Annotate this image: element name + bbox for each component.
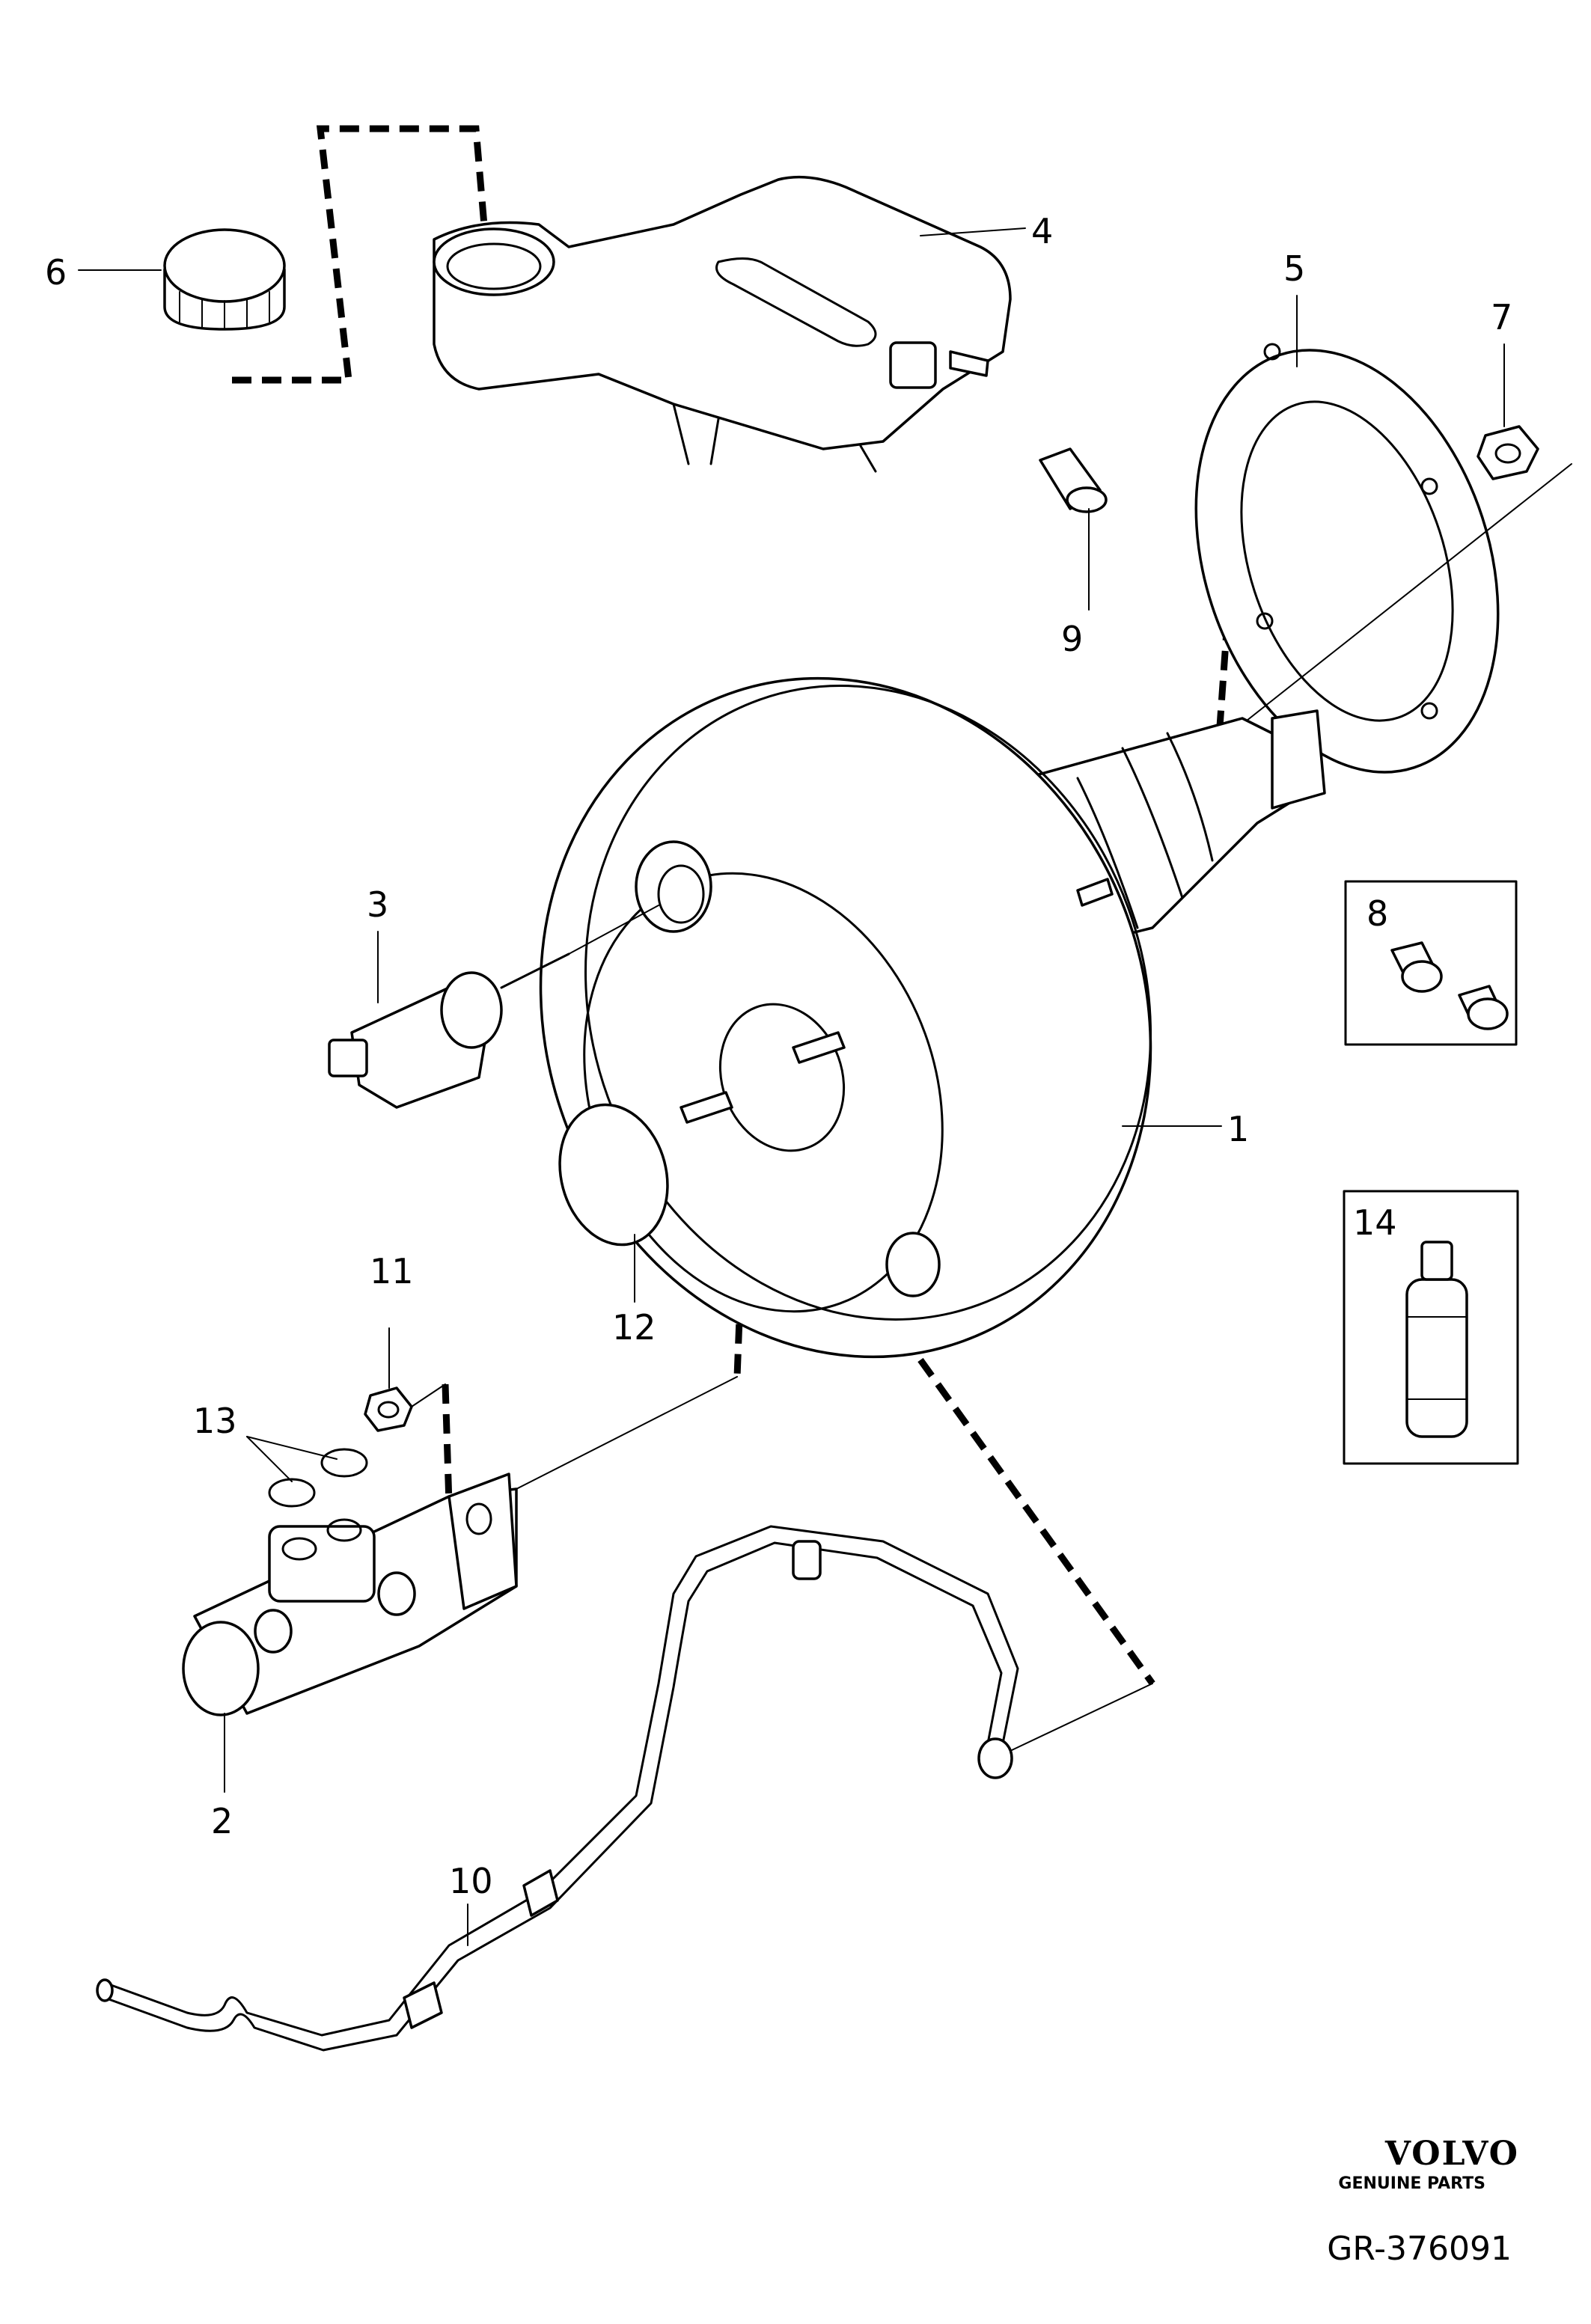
callout-5: 5 (1283, 248, 1305, 289)
callout-12: 12 (612, 1307, 656, 1348)
callout-11: 11 (370, 1251, 414, 1291)
brake-booster (539, 676, 1326, 1359)
master-cylinder (182, 1473, 518, 1716)
callout-3: 3 (367, 884, 388, 925)
booster-gasket (1194, 343, 1500, 774)
callout-4: 4 (1031, 211, 1053, 251)
bolt-kit-box (1344, 880, 1518, 1046)
mounting-nut (1477, 425, 1539, 480)
master-cylinder-seals (268, 1448, 368, 1508)
callout-8: 8 (1366, 893, 1388, 934)
reservoir-cap (163, 228, 286, 331)
callout-10: 10 (449, 1861, 493, 1901)
mounting-nut-small (364, 1386, 413, 1432)
callout-7: 7 (1491, 297, 1512, 337)
callout-2: 2 (211, 1801, 233, 1841)
seal-ring (558, 1103, 669, 1247)
callout-14: 14 (1353, 1202, 1397, 1243)
genuine-parts-tagline: GENUINE PARTS (1338, 2174, 1485, 2193)
hose-connector (1039, 447, 1108, 513)
vacuum-hose (96, 1525, 1019, 2052)
brake-fluid-reservoir (433, 175, 1012, 473)
pressure-sensor (328, 952, 570, 1109)
callout-1: 1 (1227, 1109, 1249, 1149)
brake-fluid-box (1343, 1190, 1519, 1465)
callout-13: 13 (193, 1401, 237, 1441)
volvo-logo: VOLVO (1384, 2135, 1519, 2173)
callout-6: 6 (45, 252, 67, 293)
callout-leader-lines (78, 227, 1505, 1946)
diagram-reference: GR-376091 (1327, 2230, 1512, 2268)
callout-9: 9 (1061, 619, 1083, 659)
